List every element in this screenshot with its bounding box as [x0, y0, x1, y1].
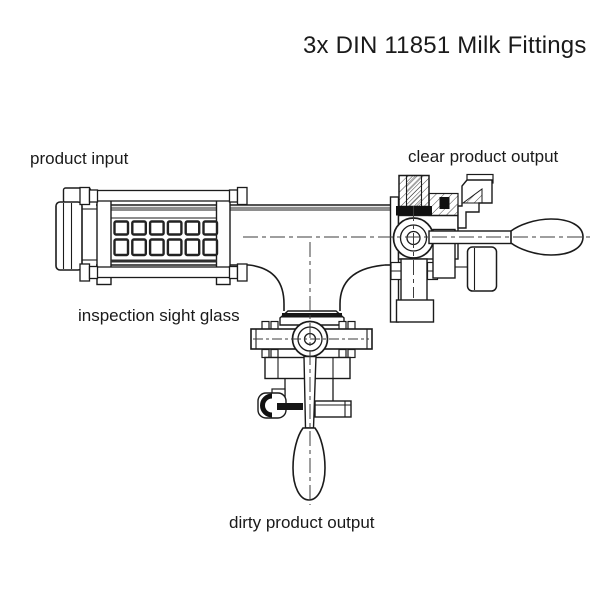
- label-dirty-product-output: dirty product output: [229, 513, 375, 532]
- sight-glass-drawing: [79, 186, 248, 286]
- diagram-title: 3x DIN 11851 Milk Fittings: [303, 32, 587, 59]
- label-inspection-sight-glass: inspection sight glass: [78, 306, 240, 325]
- centerlines: [243, 206, 592, 505]
- clear-output-valve-drawing: [389, 173, 584, 323]
- sight-glass-windows: [113, 220, 219, 257]
- label-clear-product-output: clear product output: [408, 147, 559, 166]
- label-product-input: product input: [30, 149, 129, 168]
